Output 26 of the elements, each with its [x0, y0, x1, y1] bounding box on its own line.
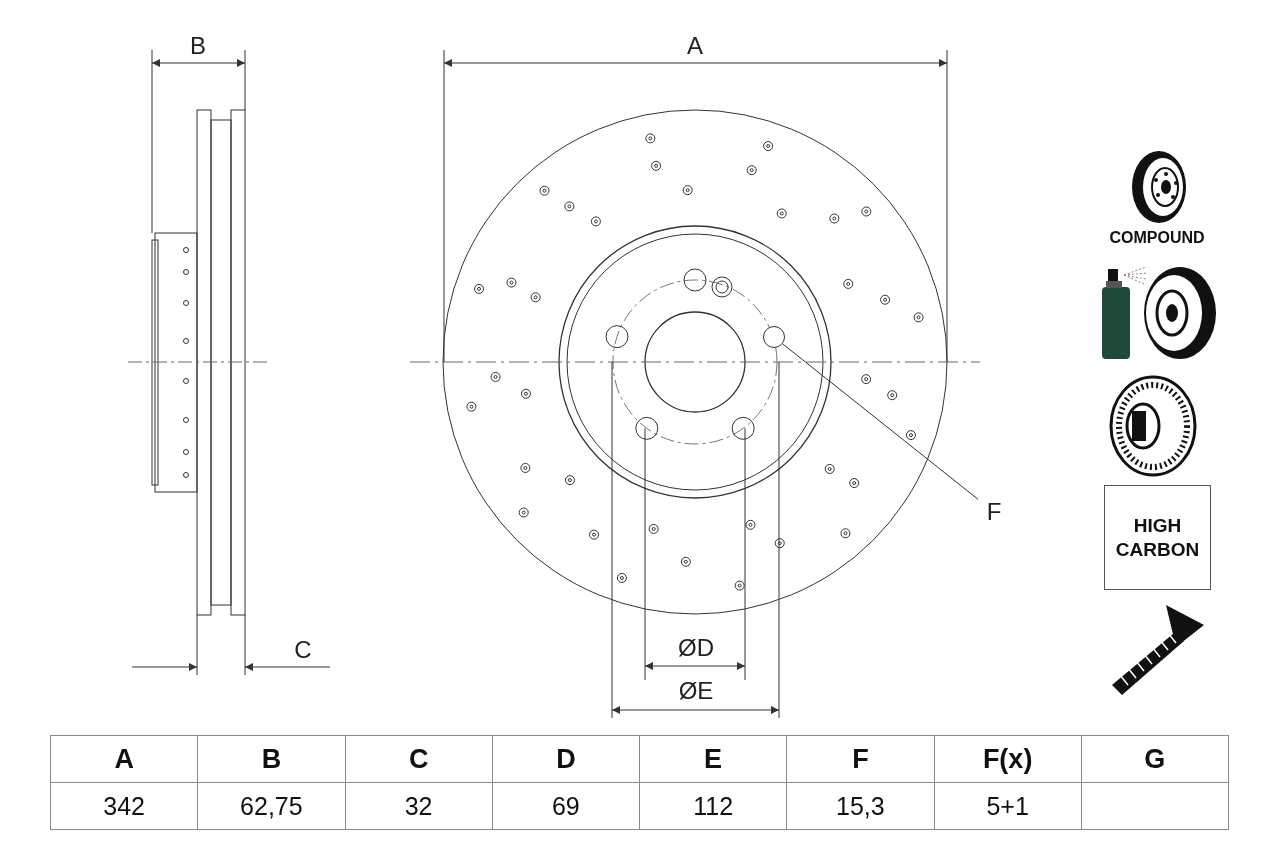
column-header: F(x)	[982, 743, 1033, 775]
dimension-label: B	[190, 32, 206, 60]
column-header: D	[556, 743, 576, 775]
callout-letter: F	[982, 498, 1006, 526]
dimension-label: ØE	[678, 677, 714, 705]
column-header: B	[261, 743, 282, 775]
column-header: C	[408, 743, 429, 775]
column-header: F	[852, 743, 869, 775]
table-value: 32	[404, 791, 433, 821]
dimension-label: A	[687, 32, 703, 60]
table-value: 69	[551, 791, 580, 821]
bolt-hole	[763, 326, 785, 348]
column-header: G	[1144, 743, 1166, 775]
leader-line	[782, 343, 979, 500]
table-value: 15,3	[836, 791, 885, 821]
table-value: 62,75	[240, 791, 303, 821]
column-header: E	[704, 743, 723, 775]
icon-caption: COMPOUND	[1109, 229, 1205, 247]
column-header: A	[114, 743, 134, 775]
table-value: 112	[693, 791, 734, 821]
dimension-label: C	[294, 636, 312, 664]
box-text: HIGH CARBON	[1114, 513, 1201, 562]
label-box	[1104, 485, 1211, 590]
table-value: 342	[103, 791, 145, 821]
dimension-label: ØD	[678, 634, 714, 662]
table-value: 5+1	[986, 791, 1029, 821]
